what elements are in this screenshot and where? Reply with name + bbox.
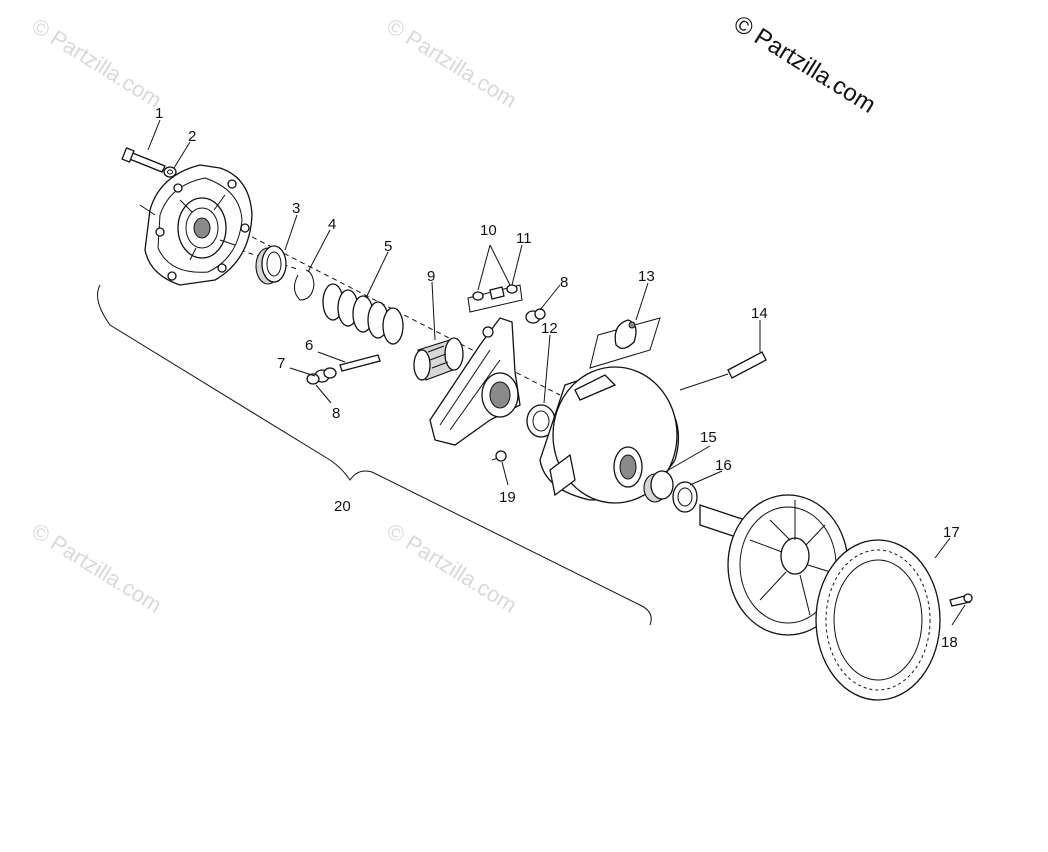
callout-18: 18 bbox=[941, 634, 958, 651]
part-19-nut[interactable] bbox=[491, 450, 507, 462]
watermark-bottom-center: © Partzilla.com bbox=[382, 518, 521, 618]
part-10-11-nut-washer[interactable] bbox=[467, 284, 523, 313]
watermark-bottom-left: © Partzilla.com bbox=[27, 518, 166, 618]
part-17-ring-gear[interactable] bbox=[815, 539, 941, 701]
callout-13: 13 bbox=[638, 268, 655, 285]
callout-15: 15 bbox=[700, 429, 717, 446]
callout-11: 11 bbox=[516, 230, 532, 247]
part-8-button-left[interactable] bbox=[306, 373, 320, 385]
callout-2: 2 bbox=[188, 128, 196, 145]
callout-19: 19 bbox=[499, 489, 516, 506]
part-6-pin[interactable] bbox=[339, 354, 381, 372]
part-14-pin[interactable] bbox=[679, 351, 767, 391]
callout-20: 20 bbox=[334, 498, 351, 515]
callout-8-right: 8 bbox=[560, 274, 568, 291]
part-13-clip[interactable] bbox=[589, 317, 661, 369]
callout-5: 5 bbox=[384, 238, 392, 255]
callout-17: 17 bbox=[943, 524, 960, 541]
cover-plate-housing[interactable] bbox=[139, 164, 253, 286]
watermark-top-center: © Partzilla.com bbox=[382, 13, 521, 113]
movable-sheave[interactable] bbox=[539, 366, 679, 504]
callout-3: 3 bbox=[292, 200, 300, 217]
callout-numbers: 1 2 3 4 5 6 7 8 9 10 11 8 12 13 14 15 16… bbox=[155, 105, 960, 651]
callout-6: 6 bbox=[305, 337, 313, 354]
part-8-button-right[interactable] bbox=[525, 308, 546, 324]
callout-8-left: 8 bbox=[332, 405, 340, 422]
part-4-snap-ring[interactable] bbox=[294, 269, 315, 301]
watermark-top-left: © Partzilla.com bbox=[27, 13, 166, 113]
part-1-bolt[interactable] bbox=[121, 147, 166, 173]
part-5-spring[interactable] bbox=[322, 283, 404, 345]
callout-12: 12 bbox=[541, 320, 558, 337]
callout-leaders bbox=[147, 119, 966, 626]
callout-10: 10 bbox=[480, 222, 497, 239]
callout-16: 16 bbox=[715, 457, 732, 474]
part-18-screw[interactable] bbox=[949, 593, 973, 607]
part-3-bushing[interactable] bbox=[255, 245, 287, 285]
part-15-bushing[interactable] bbox=[643, 470, 674, 503]
callout-1: 1 bbox=[155, 105, 163, 122]
spider-arm-assembly[interactable] bbox=[429, 317, 521, 446]
callout-9: 9 bbox=[427, 268, 435, 285]
part-16-seal[interactable] bbox=[672, 481, 698, 513]
part-2-washer[interactable] bbox=[163, 166, 177, 178]
part-9-roller-bushing[interactable] bbox=[413, 337, 464, 381]
callout-7: 7 bbox=[277, 355, 285, 372]
callout-14: 14 bbox=[751, 305, 768, 322]
copyright-text: © Partzilla.com bbox=[729, 10, 880, 119]
callout-4: 4 bbox=[328, 216, 336, 233]
assembly-bracket-20 bbox=[97, 284, 652, 626]
